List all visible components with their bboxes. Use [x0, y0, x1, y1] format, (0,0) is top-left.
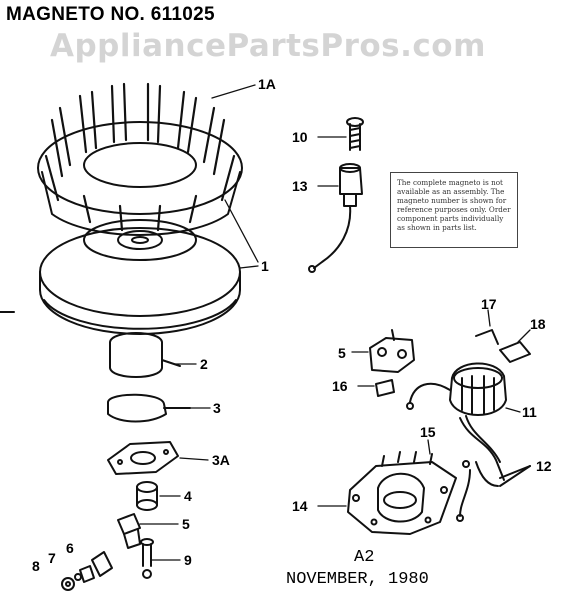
callout-12: 12 — [536, 458, 552, 474]
armature-plate-14-15 — [347, 451, 457, 535]
callout-11: 11 — [522, 404, 537, 420]
magneto-title: MAGNETO NO. 611025 — [6, 4, 215, 25]
callout-7: 7 — [48, 550, 56, 566]
plate-18 — [499, 341, 531, 363]
callout-9: 9 — [184, 552, 192, 568]
drawing-date: NOVEMBER, 1980 — [286, 570, 429, 589]
part-3 — [107, 393, 191, 423]
callout-2: 2 — [200, 356, 208, 372]
callout-4: 4 — [184, 488, 192, 504]
spark-plug-cover-13 — [308, 163, 363, 273]
clip-17 — [475, 329, 499, 345]
callout-8: 8 — [32, 558, 40, 574]
screw-9 — [140, 538, 181, 579]
bracket-5 — [369, 329, 415, 373]
callout-15: 15 — [420, 424, 436, 440]
callout-17: 17 — [481, 296, 497, 312]
callout-5-right: 5 — [338, 345, 346, 361]
parts-7-8 — [61, 551, 113, 591]
drawing-code: A2 — [354, 548, 375, 567]
plate-3A — [107, 441, 179, 475]
callout-3: 3 — [213, 400, 221, 416]
callout-1A: 1A — [258, 76, 276, 92]
callout-13: 13 — [292, 178, 308, 194]
wires-12 — [456, 460, 531, 522]
bushing-4 — [136, 481, 158, 511]
callout-5-left: 5 — [182, 516, 190, 532]
note-text: The complete magneto is not available as… — [397, 178, 511, 232]
part-2 — [109, 332, 181, 378]
callout-16: 16 — [332, 378, 348, 394]
screw-10 — [346, 117, 364, 151]
callout-3A: 3A — [212, 452, 230, 468]
screw-16 — [357, 379, 395, 397]
clip-5-6 — [117, 513, 179, 549]
callout-10: 10 — [292, 129, 308, 145]
watermark: AppliancePartsPros.com — [50, 28, 486, 64]
callout-6-left: 6 — [66, 540, 74, 556]
callout-18: 18 — [530, 316, 546, 332]
callout-1: 1 — [261, 258, 269, 274]
note-box: The complete magneto is not available as… — [390, 172, 518, 248]
callout-14: 14 — [292, 498, 308, 514]
coil-11 — [406, 362, 507, 481]
flywheel — [37, 82, 243, 335]
